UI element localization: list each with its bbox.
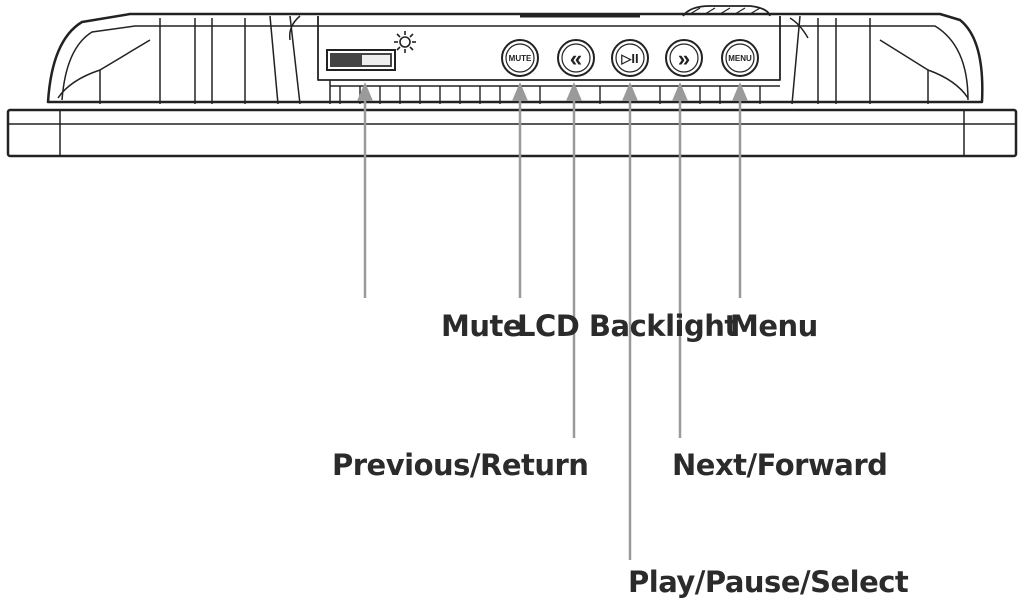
callout-lines	[357, 82, 748, 560]
callout-next-line	[672, 82, 688, 438]
play-pause-button[interactable]: ▷II	[611, 39, 649, 77]
callout-menu-line	[732, 82, 748, 298]
label-previous-return: Previous/Return	[332, 448, 589, 482]
play-pause-icon: ▷II	[620, 51, 638, 66]
menu-button-label: MENU	[728, 54, 752, 63]
mute-button-label: MUTE	[509, 54, 532, 63]
menu-button[interactable]: MENU	[721, 39, 759, 77]
label-play-pause-select: Play/Pause/Select	[628, 565, 909, 599]
callout-backlight-line	[357, 82, 373, 298]
callout-previous-line	[566, 82, 582, 438]
previous-button[interactable]: «	[557, 39, 595, 77]
device-base-bar	[6, 108, 1018, 158]
label-lcd-backlight: LCD Backlight	[517, 309, 738, 343]
rewind-icon: «	[570, 46, 582, 71]
forward-icon: »	[678, 46, 690, 71]
device-housing-outline	[46, 12, 984, 104]
device-body	[6, 5, 1018, 158]
card-slot	[326, 49, 396, 71]
label-menu: Menu	[730, 309, 818, 343]
label-next-forward: Next/Forward	[672, 448, 888, 482]
brightness-icon	[394, 31, 416, 53]
next-button[interactable]: »	[665, 39, 703, 77]
label-mute: Mute	[441, 309, 523, 343]
callout-mute-line	[512, 82, 528, 298]
callout-play-line	[622, 82, 638, 560]
mute-button[interactable]: MUTE	[501, 39, 539, 77]
